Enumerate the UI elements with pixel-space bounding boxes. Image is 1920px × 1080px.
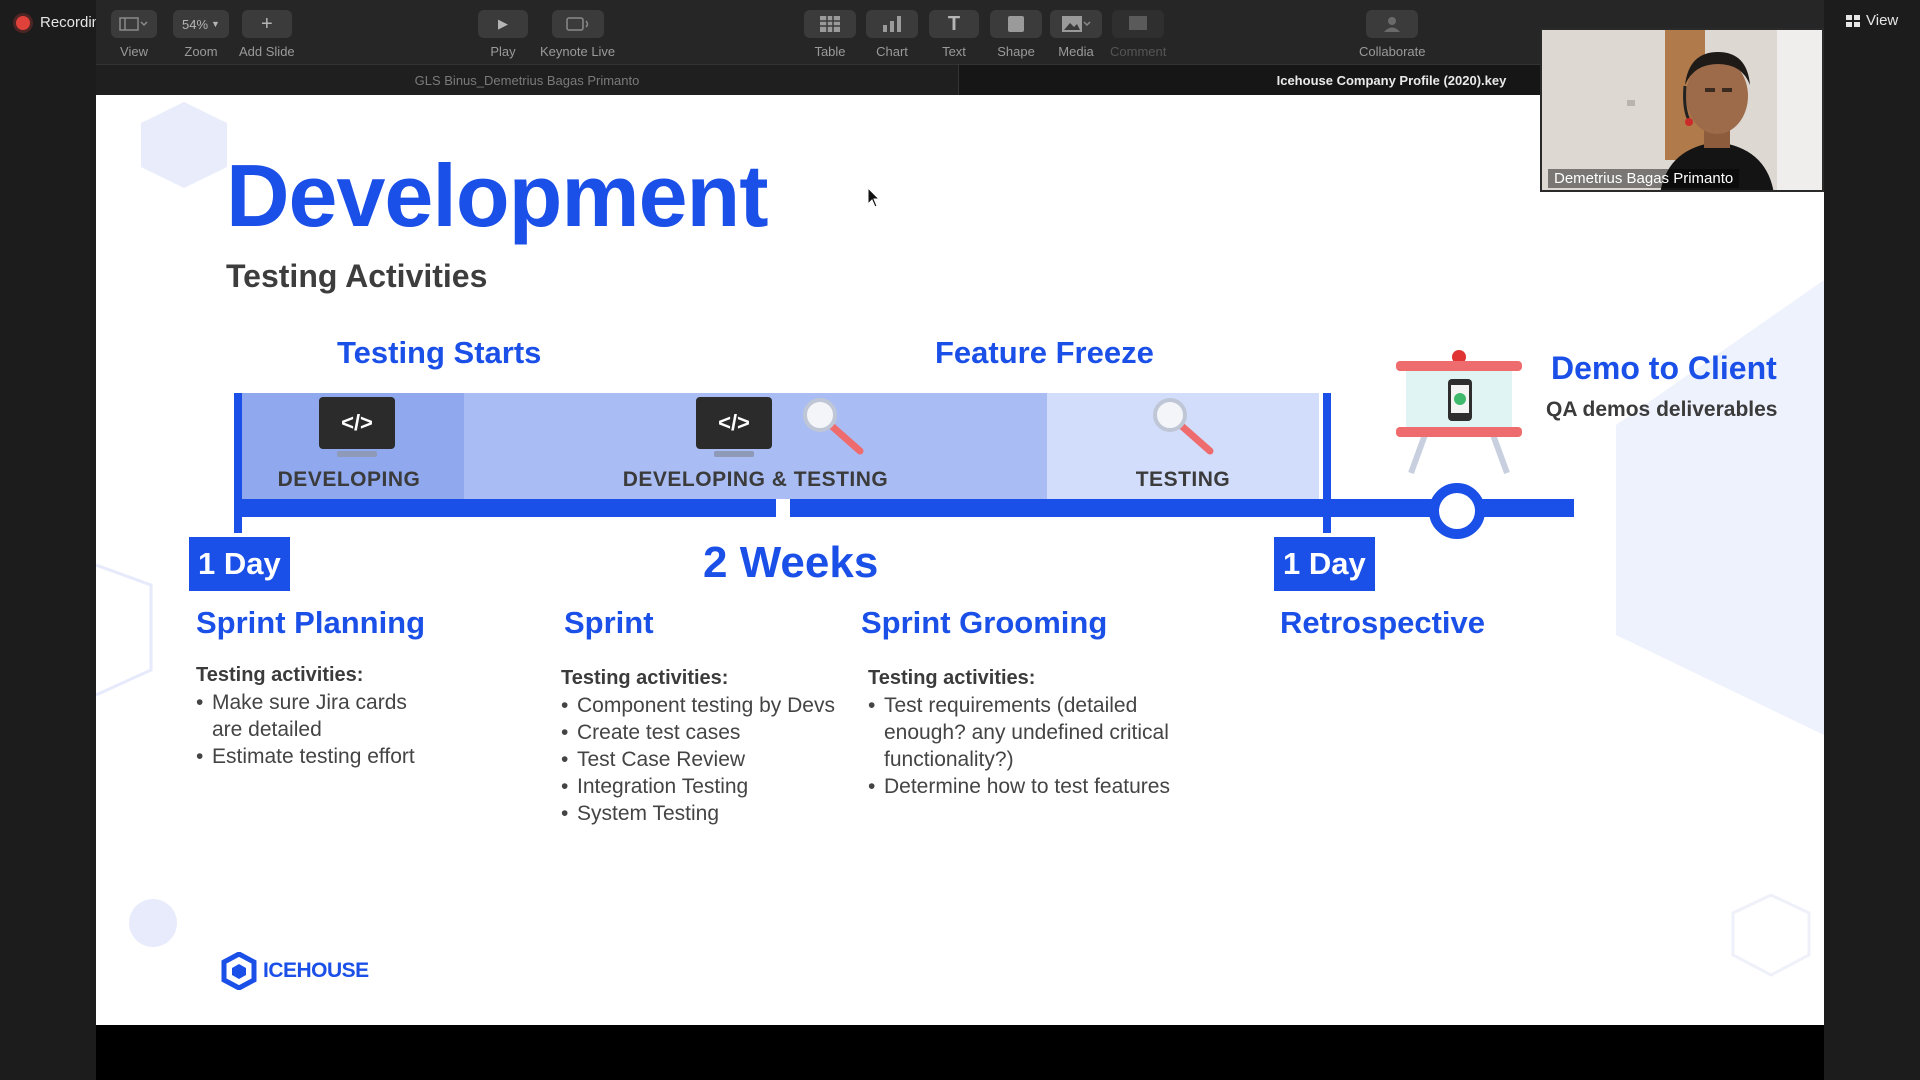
toolbar-shape[interactable]: Shape bbox=[990, 10, 1042, 59]
comment-icon bbox=[1112, 10, 1165, 38]
media-icon bbox=[1050, 10, 1102, 38]
mouse-cursor-icon bbox=[867, 187, 881, 208]
toolbar-keynote-live[interactable]: Keynote Live bbox=[540, 10, 615, 59]
code-glyph: </> bbox=[718, 410, 750, 435]
icehouse-logo: ICEHOUSE bbox=[221, 952, 369, 990]
badge-1-day-left: 1 Day bbox=[189, 537, 290, 591]
plus-icon: + bbox=[241, 10, 292, 38]
tab-label: GLS Binus_Demetrius Bagas Primanto bbox=[414, 73, 640, 88]
toolbar-play-label: Play bbox=[490, 44, 516, 59]
list-item: Test requirements (detailed enough? any … bbox=[868, 692, 1198, 773]
chart-icon bbox=[866, 10, 918, 38]
table-icon bbox=[804, 10, 856, 38]
phase-head-feature-freeze: Feature Freeze bbox=[935, 335, 1154, 370]
band-developing-label: DEVELOPING bbox=[277, 468, 421, 491]
icehouse-logo-text: ICEHOUSE bbox=[263, 959, 369, 982]
zoom-view-button[interactable]: View bbox=[1846, 12, 1898, 29]
presentation-board-icon bbox=[1396, 350, 1522, 475]
sprint-planning-activities: Make sure Jira cards are detailed Estima… bbox=[196, 689, 436, 770]
shape-icon bbox=[990, 10, 1042, 38]
toolbar-zoom-label: Zoom bbox=[184, 44, 218, 59]
toolbar-table-label: Table bbox=[814, 44, 846, 59]
list-item: Component testing by Devs bbox=[561, 692, 861, 719]
sprint-grooming-activities: Test requirements (detailed enough? any … bbox=[868, 692, 1198, 800]
toolbar-add-slide-label: Add Slide bbox=[239, 44, 295, 59]
toolbar-play[interactable]: ▶ Play bbox=[478, 10, 528, 59]
toolbar-collaborate-label: Collaborate bbox=[1359, 44, 1426, 59]
band-testing-label: TESTING bbox=[1135, 468, 1231, 491]
section-sprint-planning-title: Sprint Planning bbox=[196, 605, 426, 640]
participant-video-tile[interactable]: Demetrius Bagas Primanto bbox=[1540, 28, 1824, 192]
section-retrospective-title: Retrospective bbox=[1280, 605, 1486, 640]
toolbar-comment-label: Comment bbox=[1110, 44, 1167, 59]
view-icon bbox=[111, 10, 157, 38]
monitor-stand bbox=[714, 451, 754, 457]
background-decoration bbox=[96, 102, 1824, 977]
recording-label: Recording bbox=[40, 14, 109, 31]
play-icon: ▶ bbox=[478, 10, 528, 38]
sprint-grooming-activities-label: Testing activities: bbox=[868, 667, 1036, 689]
zoom-dropdown[interactable]: 54% ▼ bbox=[173, 10, 229, 38]
section-sprint-title: Sprint bbox=[564, 605, 654, 640]
section-sprint-grooming-title: Sprint Grooming bbox=[861, 605, 1108, 640]
keynote-toolbar: View 54% ▼ Zoom + Add Slide ▶ Play Keyno… bbox=[96, 0, 1824, 64]
icehouse-hexagon-icon bbox=[221, 952, 257, 990]
participant-name: Demetrius Bagas Primanto bbox=[1548, 169, 1740, 188]
list-item: Estimate testing effort bbox=[196, 743, 436, 770]
duration-2-weeks: 2 Weeks bbox=[703, 538, 879, 587]
slide-subtitle: Testing Activities bbox=[226, 258, 488, 294]
grid-view-icon bbox=[1846, 14, 1860, 27]
list-item: Make sure Jira cards are detailed bbox=[196, 689, 436, 743]
list-item: Create test cases bbox=[561, 719, 861, 746]
magnifier-icon bbox=[803, 398, 864, 455]
slide-canvas[interactable]: Development Testing Activities Testing S… bbox=[96, 95, 1824, 1025]
toolbar-view-label: View bbox=[120, 44, 148, 59]
chevron-down-icon: ▼ bbox=[211, 19, 220, 29]
demo-title: Demo to Client bbox=[1551, 350, 1777, 386]
tab-label: Icehouse Company Profile (2020).key bbox=[1276, 73, 1507, 88]
toolbar-text-label: Text bbox=[942, 44, 966, 59]
text-icon: T bbox=[929, 10, 979, 38]
toolbar-table[interactable]: Table bbox=[804, 10, 856, 59]
sprint-planning-activities-label: Testing activities: bbox=[196, 664, 364, 686]
list-item: Integration Testing bbox=[561, 773, 861, 800]
toolbar-shape-label: Shape bbox=[997, 44, 1035, 59]
slide-title: Development bbox=[226, 146, 769, 245]
keynote-live-icon bbox=[551, 10, 604, 38]
code-monitor-icon: </> bbox=[696, 397, 772, 449]
recording-indicator[interactable]: Recording bbox=[16, 14, 108, 31]
list-item: Test Case Review bbox=[561, 746, 861, 773]
phase-head-testing-starts: Testing Starts bbox=[337, 335, 542, 370]
participant-video-feed bbox=[1542, 30, 1822, 190]
band-developing-testing-label: DEVELOPING & TESTING bbox=[622, 468, 889, 491]
magnifier-icon bbox=[1153, 398, 1214, 455]
code-monitor-icon: </> bbox=[319, 397, 395, 449]
list-item: System Testing bbox=[561, 800, 861, 827]
toolbar-comment[interactable]: Comment bbox=[1110, 10, 1166, 59]
toolbar-zoom[interactable]: 54% ▼ Zoom bbox=[173, 10, 229, 59]
demo-subtitle: QA demos deliverables bbox=[1546, 398, 1778, 421]
monitor-stand bbox=[337, 451, 377, 457]
sprint-activities: Component testing by Devs Create test ca… bbox=[561, 692, 861, 827]
toolbar-add-slide[interactable]: + Add Slide bbox=[239, 10, 295, 59]
badge-1-day-right: 1 Day bbox=[1274, 537, 1375, 591]
toolbar-chart-label: Chart bbox=[876, 44, 908, 59]
sprint-activities-label: Testing activities: bbox=[561, 667, 729, 689]
record-dot-icon bbox=[16, 15, 30, 30]
tab-gls-binus[interactable]: GLS Binus_Demetrius Bagas Primanto bbox=[96, 65, 958, 96]
toolbar-media[interactable]: Media bbox=[1050, 10, 1102, 59]
toolbar-collaborate[interactable]: Collaborate bbox=[1359, 10, 1426, 59]
toolbar-text[interactable]: T Text bbox=[929, 10, 979, 59]
zoom-view-label: View bbox=[1866, 12, 1899, 29]
slide-bottom-strip bbox=[96, 1025, 1824, 1080]
toolbar-keynote-live-label: Keynote Live bbox=[540, 44, 616, 59]
toolbar-view[interactable]: View bbox=[111, 10, 157, 59]
collaborate-icon bbox=[1366, 10, 1419, 38]
code-glyph: </> bbox=[341, 410, 373, 435]
toolbar-chart[interactable]: Chart bbox=[866, 10, 918, 59]
zoom-value: 54% bbox=[182, 16, 209, 32]
toolbar-media-label: Media bbox=[1058, 44, 1094, 59]
list-item: Determine how to test features bbox=[868, 773, 1198, 800]
